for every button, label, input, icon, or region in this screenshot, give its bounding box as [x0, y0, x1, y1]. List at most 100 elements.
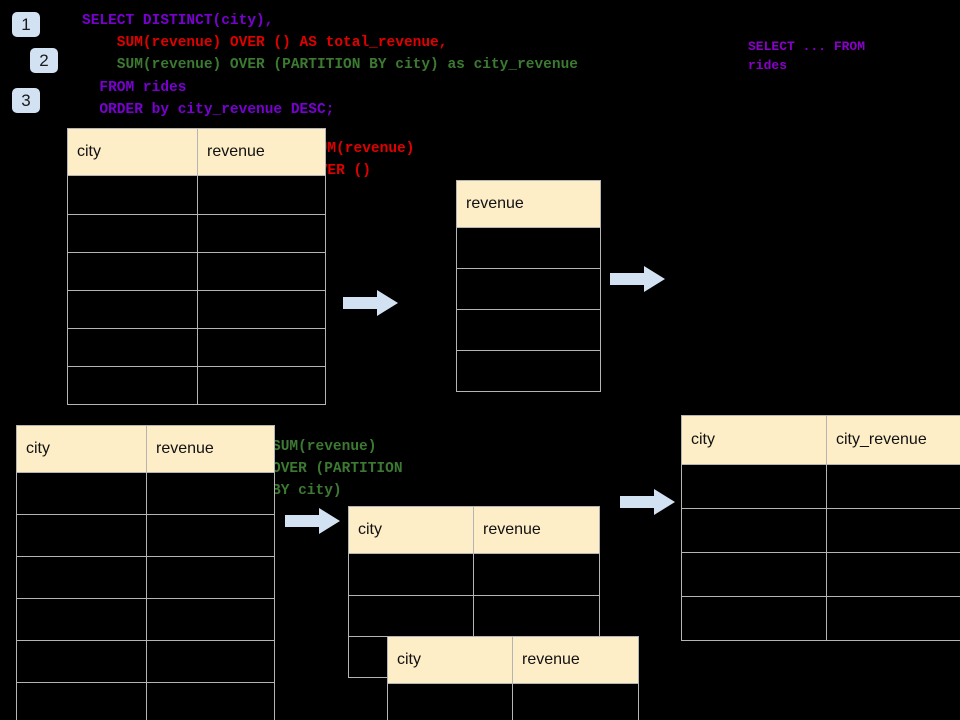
table-row: [681, 464, 960, 509]
table-row: [67, 175, 326, 215]
sql-side-note: SELECT ... FROM rides: [748, 39, 866, 73]
table-header-row: city revenue: [67, 128, 326, 176]
table-row: [67, 214, 326, 253]
table-row: [456, 268, 601, 310]
cell-revenue: [146, 514, 275, 557]
table-row: [456, 350, 601, 392]
table-row: [16, 472, 275, 515]
cell-city: [387, 683, 513, 720]
table-row: [681, 508, 960, 553]
cell-revenue: [456, 268, 601, 310]
column-header-revenue: revenue: [473, 506, 600, 554]
cell-city: [681, 552, 827, 597]
cell-revenue: [197, 366, 326, 405]
column-header-city: city: [67, 128, 198, 176]
column-header-city: city: [16, 425, 147, 473]
table-row: [348, 595, 600, 637]
column-header-city: city: [348, 506, 474, 554]
table-row: [16, 682, 275, 720]
cell-city: [67, 290, 198, 329]
step-badge-3[interactable]: 3: [12, 88, 40, 113]
cell-city: [67, 328, 198, 367]
cell-city: [681, 464, 827, 509]
sql-line-from: FROM rides: [82, 80, 187, 96]
cell-city-revenue: [826, 464, 960, 509]
cell-city: [16, 598, 147, 641]
column-header-city-revenue: city_revenue: [826, 415, 960, 465]
table-source-bottom: city revenue: [16, 425, 275, 720]
sql-line-city-revenue: SUM(revenue) OVER (PARTITION BY city) as…: [82, 57, 578, 73]
cell-city: [16, 682, 147, 720]
arrow-right-icon-partition-to-result: [620, 487, 676, 517]
table-row: [681, 596, 960, 641]
table-row: [348, 553, 600, 596]
cell-revenue: [146, 682, 275, 720]
table-partition-group-a: city revenue: [348, 506, 600, 678]
step-badge-1[interactable]: 1: [12, 12, 40, 37]
table-row: [67, 328, 326, 367]
sql-line-total-revenue: SUM(revenue) OVER () AS total_revenue,: [82, 35, 448, 51]
column-header-revenue: revenue: [456, 180, 601, 228]
table-result: city city_revenue: [681, 415, 960, 641]
table-row: [16, 598, 275, 641]
table-row: [67, 366, 326, 405]
table-row: [16, 514, 275, 557]
cell-city: [681, 508, 827, 553]
cell-revenue: [197, 175, 326, 215]
table-row: [681, 552, 960, 597]
cell-revenue: [146, 640, 275, 683]
column-header-city: city: [681, 415, 827, 465]
column-header-revenue: revenue: [197, 128, 326, 176]
table-header-row: revenue: [456, 180, 601, 228]
arrow-right-icon-total-out: [610, 264, 666, 294]
cell-revenue: [197, 214, 326, 253]
cell-revenue: [473, 553, 600, 596]
column-header-revenue: revenue: [512, 636, 639, 684]
cell-revenue: [456, 227, 601, 269]
cell-city: [67, 366, 198, 405]
cell-city-revenue: [826, 508, 960, 553]
note-partition-by-city: SUM(revenue) OVER (PARTITION BY city): [272, 439, 403, 499]
cell-city: [681, 596, 827, 641]
cell-city-revenue: [826, 552, 960, 597]
table-row: [16, 640, 275, 683]
table-row: [456, 309, 601, 351]
sql-line-order-by: ORDER by city_revenue DESC;: [82, 102, 335, 118]
cell-revenue: [146, 472, 275, 515]
table-header-row: city revenue: [348, 506, 600, 554]
step-badge-2[interactable]: 2: [30, 48, 58, 73]
sql-line-select: SELECT DISTINCT(city),: [82, 13, 274, 29]
table-row: [67, 290, 326, 329]
column-header-revenue: revenue: [146, 425, 275, 473]
cell-city-revenue: [826, 596, 960, 641]
cell-city: [348, 553, 474, 596]
table-partition-group-b: city revenue: [387, 636, 639, 720]
table-header-row: city city_revenue: [681, 415, 960, 465]
arrow-right-icon-source-to-total: [343, 288, 399, 318]
cell-city: [348, 595, 474, 637]
cell-revenue: [456, 309, 601, 351]
cell-revenue: [197, 252, 326, 291]
cell-city: [16, 472, 147, 515]
cell-city: [16, 640, 147, 683]
table-row: [67, 252, 326, 291]
table-row: [387, 683, 639, 720]
table-total-revenue: revenue: [456, 180, 601, 392]
cell-city: [67, 175, 198, 215]
table-row: [16, 556, 275, 599]
cell-revenue: [197, 290, 326, 329]
cell-revenue: [197, 328, 326, 367]
cell-revenue: [473, 595, 600, 637]
cell-city: [16, 514, 147, 557]
arrow-right-icon-source-to-partition: [285, 506, 341, 536]
table-row: [456, 227, 601, 269]
column-header-city: city: [387, 636, 513, 684]
cell-revenue: [146, 598, 275, 641]
cell-revenue: [512, 683, 639, 720]
table-header-row: city revenue: [16, 425, 275, 473]
table-source-top: city revenue: [67, 128, 326, 405]
cell-revenue: [456, 350, 601, 392]
cell-city: [67, 252, 198, 291]
table-header-row: city revenue: [387, 636, 639, 684]
